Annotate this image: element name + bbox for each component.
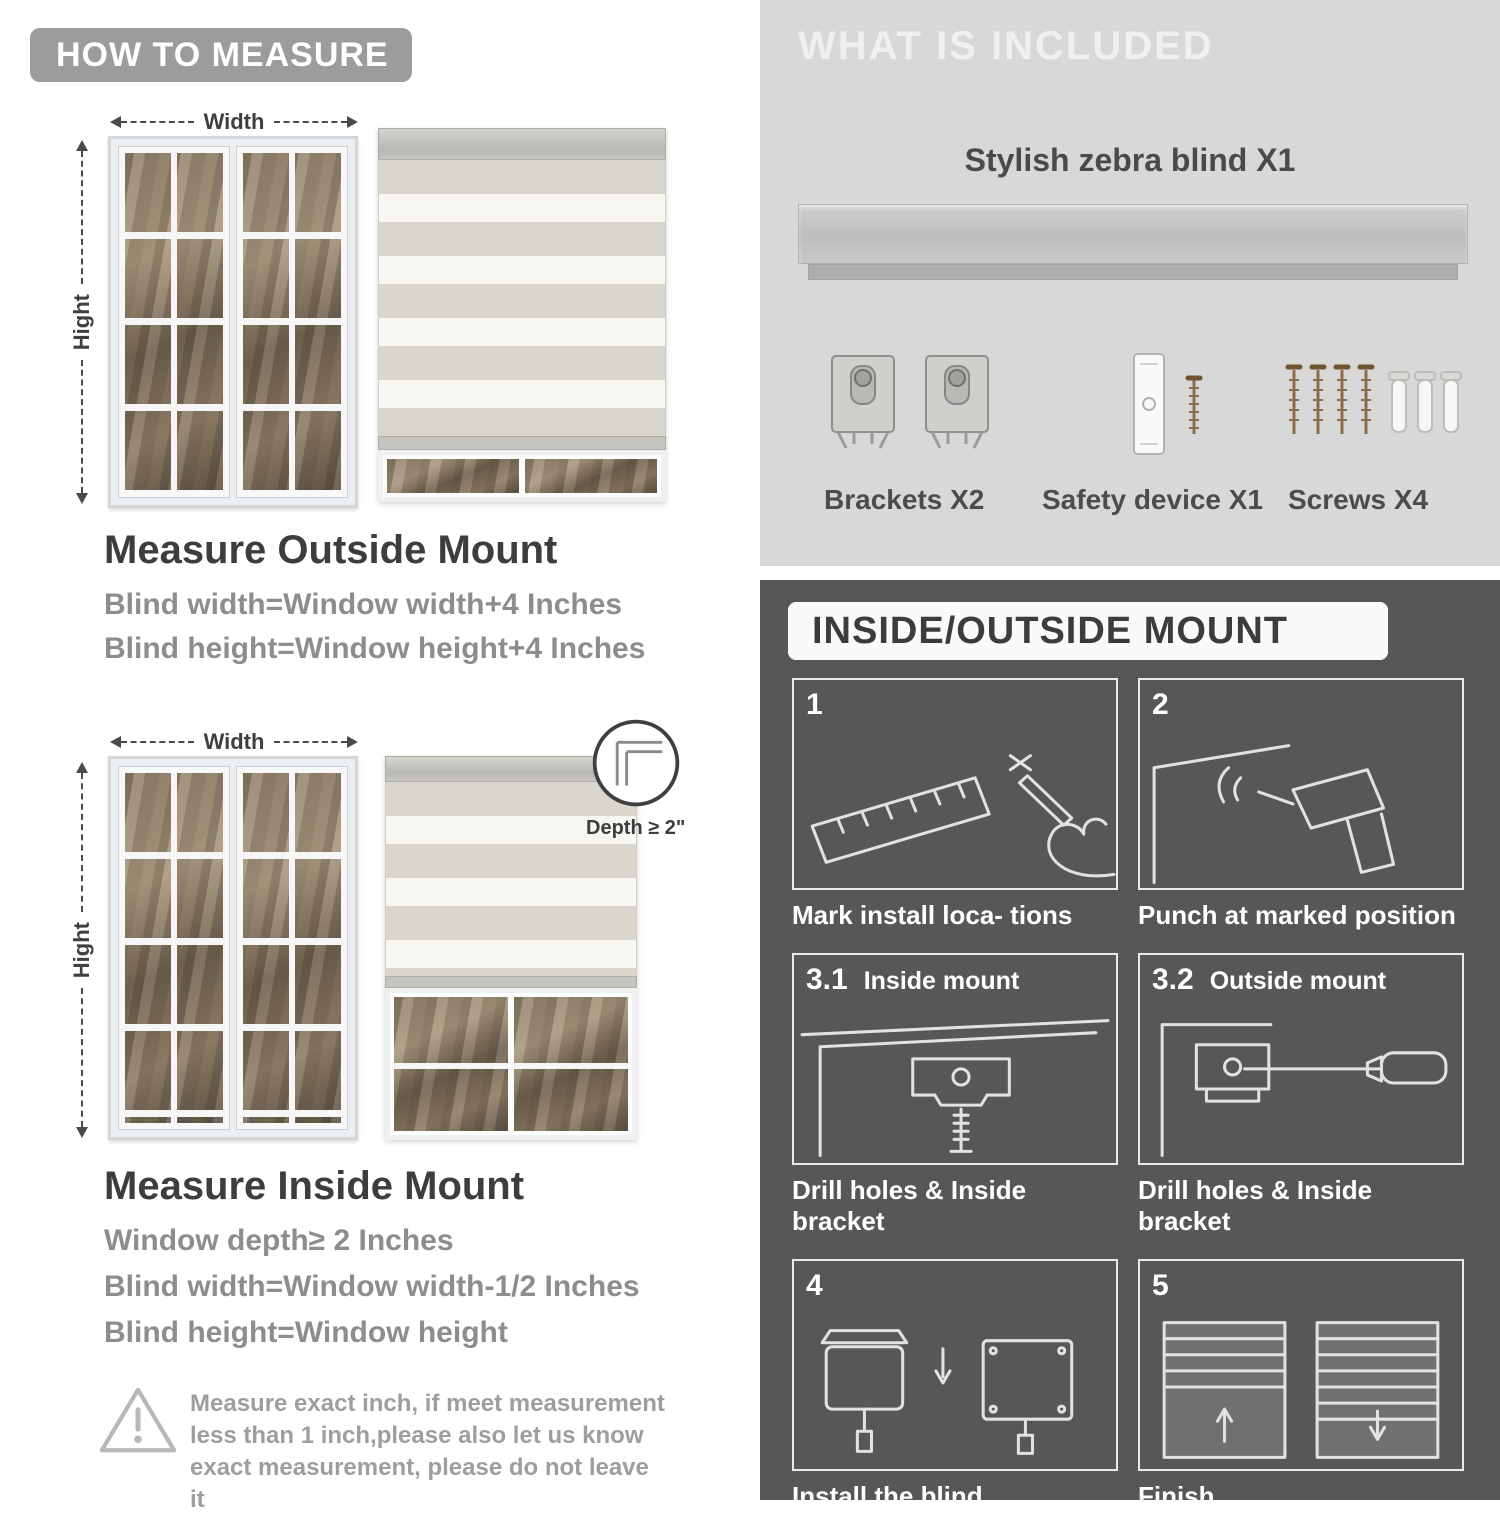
arrowhead-left-icon — [110, 736, 121, 748]
step-caption: Drill holes & Inside bracket — [792, 1175, 1027, 1236]
step-caption: Drill holes & Inside bracket — [1138, 1175, 1373, 1236]
depth-magnifier-icon — [592, 719, 679, 807]
step-number: 3.1 — [806, 963, 848, 996]
step-title: Outside mount — [1209, 967, 1387, 995]
depth-label: Depth ≥ 2" — [586, 817, 686, 839]
blind-headrail — [378, 128, 666, 160]
step-cell-1: 1 Mark ins — [792, 678, 1118, 931]
height-arrow: Hight — [69, 140, 94, 505]
section-divider — [760, 566, 1500, 580]
arrowhead-left-icon — [110, 116, 121, 128]
height-arrow: Hight — [69, 762, 94, 1139]
screws-icon — [1285, 364, 1462, 434]
step-number: 2 — [1152, 688, 1169, 721]
arrowhead-right-icon — [347, 116, 359, 128]
window-lower-panes — [385, 988, 637, 1140]
depth-detail: Depth ≥ 2" — [586, 716, 685, 840]
step-cell-5: 5 — [1138, 1259, 1464, 1512]
arrowhead-down-icon — [76, 1127, 88, 1139]
height-arrow-label: Hight — [69, 293, 94, 351]
warning-icon — [99, 1387, 177, 1453]
step-caption: Finish — [1138, 1481, 1215, 1511]
window-illustration — [108, 756, 358, 1140]
window-sill — [378, 450, 666, 502]
brackets-label: Brackets X2 — [824, 484, 985, 515]
blind-stripes — [378, 160, 666, 436]
zebra-blind-illustration — [385, 756, 637, 1140]
what-is-included-header: WHAT IS INCLUDED — [798, 24, 1214, 68]
step-panel-4: 4 — [792, 1259, 1118, 1471]
outside-mount-rule-2: Blind height=Window height+4 Inches — [104, 632, 646, 665]
inside-mount-rule-1: Window depth≥ 2 Inches — [104, 1224, 454, 1257]
finished-blinds-illustration — [1162, 1321, 1440, 1459]
blind-quantity-label: Stylish zebra blind X1 — [964, 142, 1296, 178]
width-arrow-label: Width — [203, 729, 265, 754]
step-caption: Mark install loca- tions — [792, 900, 1073, 930]
width-arrow: Width — [110, 729, 359, 754]
step-number: 1 — [806, 688, 823, 721]
window-sash — [237, 767, 347, 1129]
mount-steps-grid: 1 Mark ins — [792, 678, 1464, 1512]
step-cell-4: 4 — [792, 1259, 1118, 1512]
window-illustration — [108, 136, 358, 508]
inside-bracket-illustration — [800, 1019, 1110, 1157]
step-number: 3.2 — [1152, 963, 1194, 996]
step-cell-3-1: 3.1 Inside mount — [792, 953, 1118, 1237]
right-column: WHAT IS INCLUDED Stylish zebra blind X1 — [752, 0, 1500, 1511]
inside-mount-rule-2: Blind width=Window width-1/2 Inches — [104, 1270, 640, 1303]
window-sash — [237, 147, 347, 497]
step-title: Inside mount — [863, 967, 1020, 995]
install-blind-illustration — [820, 1329, 1074, 1455]
outside-mount-rule-1: Blind width=Window width+4 Inches — [104, 588, 623, 621]
window-sash — [119, 767, 229, 1129]
how-to-measure-header: HOW TO MEASURE — [30, 28, 412, 82]
inside-mount-title: Measure Inside Mount — [104, 1164, 525, 1208]
window-sash — [119, 147, 229, 497]
step-panel-3-2: 3.2 Outside mount — [1138, 953, 1464, 1165]
blind-stripes — [385, 782, 637, 976]
drill-illustration — [1152, 744, 1396, 884]
measure-note: Measure exact inch, if meet measurement … — [190, 1390, 665, 1513]
step-panel-5: 5 — [1138, 1259, 1464, 1471]
arrowhead-up-icon — [76, 140, 88, 151]
step-cell-3-2: 3.2 Outside mount — [1138, 953, 1464, 1237]
blind-headrail-image — [798, 204, 1468, 264]
inside-mount-rule-3: Blind height=Window height — [104, 1316, 508, 1349]
step-panel-2: 2 — [1138, 678, 1464, 890]
step-number: 5 — [1152, 1269, 1169, 1302]
step-cell-2: 2 Punch at — [1138, 678, 1464, 931]
arrowhead-right-icon — [347, 736, 359, 748]
screws-label: Screws X4 — [1288, 484, 1429, 515]
blind-bottomrail — [385, 976, 637, 988]
brackets-icon — [831, 355, 989, 449]
step-panel-1: 1 — [792, 678, 1118, 890]
step-caption: Punch at marked position — [1138, 900, 1456, 930]
step-caption: Install the blind — [792, 1481, 983, 1511]
blind-bottomrail — [378, 436, 666, 450]
zebra-blind-illustration — [378, 128, 666, 502]
arrowhead-down-icon — [76, 493, 88, 505]
width-arrow: Width — [110, 109, 359, 134]
how-to-measure-section: HOW TO MEASURE Width Hight — [0, 0, 752, 1513]
outside-bracket-illustration — [1160, 1023, 1448, 1157]
height-arrow-label: Hight — [69, 921, 94, 979]
mark-locations-illustration — [810, 754, 1116, 878]
arrowhead-up-icon — [76, 762, 88, 773]
blind-headrail-lip — [808, 264, 1458, 280]
safety-device-icon — [1133, 353, 1203, 455]
outside-mount-title: Measure Outside Mount — [104, 528, 558, 572]
mount-header: INSIDE/OUTSIDE MOUNT — [788, 602, 1388, 660]
step-panel-3-1: 3.1 Inside mount — [792, 953, 1118, 1165]
step-number: 4 — [806, 1269, 823, 1302]
what-is-included-section: WHAT IS INCLUDED Stylish zebra blind X1 — [760, 0, 1500, 566]
safety-device-label: Safety device X1 — [1042, 484, 1264, 515]
width-arrow-label: Width — [203, 109, 265, 134]
mount-instructions-section: INSIDE/OUTSIDE MOUNT 1 — [760, 580, 1500, 1511]
